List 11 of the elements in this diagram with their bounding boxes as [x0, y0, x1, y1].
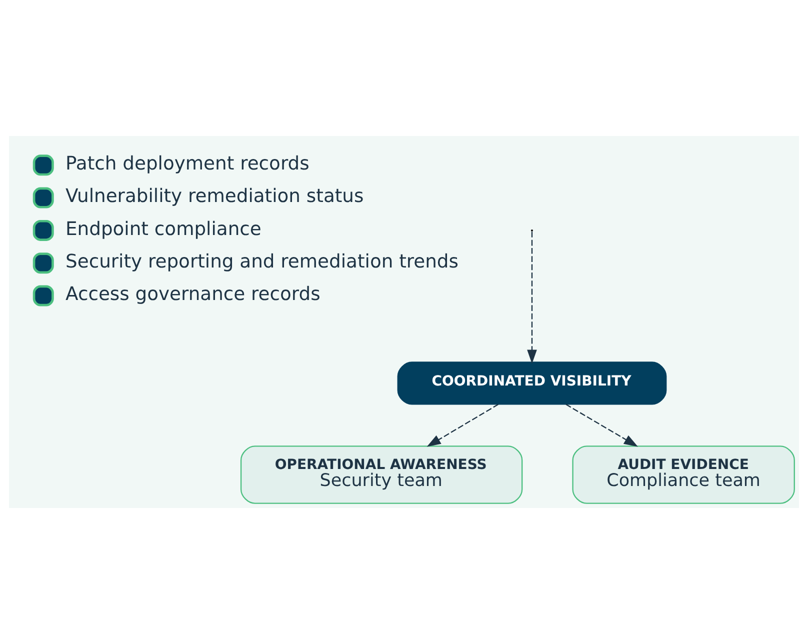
node-box: COORDINATED VISIBILITY [397, 361, 667, 404]
arrow [426, 403, 499, 446]
arrow [527, 231, 537, 364]
node-box: OPERATIONAL AWARENESS Security team [240, 445, 523, 504]
node-box: AUDIT EVIDENCE Compliance team [572, 445, 795, 504]
label: Endpoint compliance [66, 218, 262, 240]
arrow [566, 403, 638, 446]
label: Access governance records [66, 284, 320, 305]
label: Vulnerability remediation status [66, 186, 364, 207]
label: Security reporting and remediation trends [66, 251, 458, 272]
label: Patch deployment records [66, 153, 310, 174]
